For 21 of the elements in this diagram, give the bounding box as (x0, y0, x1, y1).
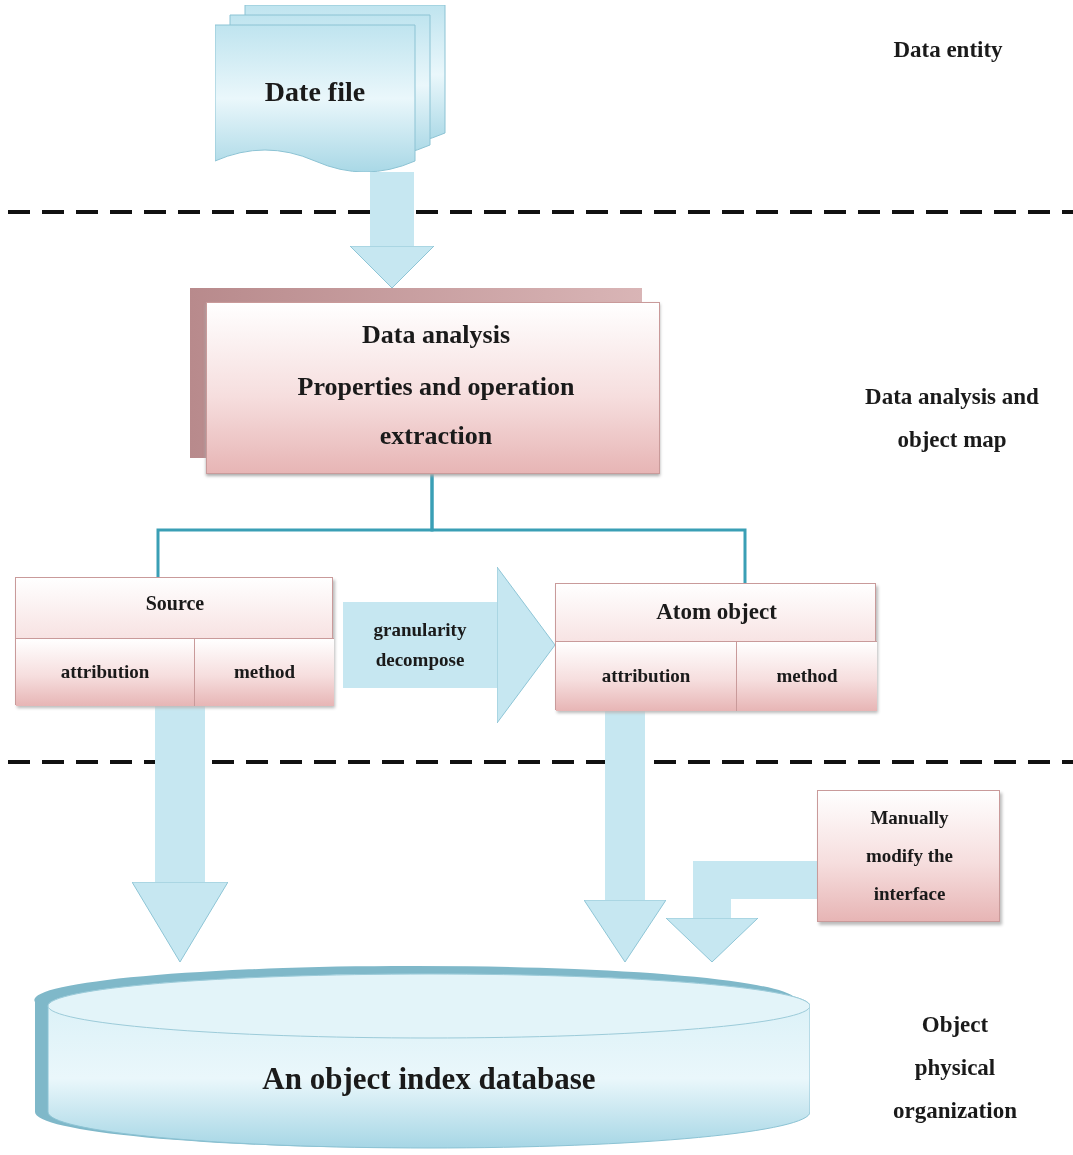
process-box (817, 790, 1000, 922)
section-label: Data analysis and object map (864, 383, 1040, 454)
document-stack (215, 5, 447, 172)
class-box (15, 577, 333, 705)
connector-line (156, 472, 434, 577)
table-cell: attribution (16, 638, 194, 706)
node-text: Date file (263, 75, 367, 109)
section-label: Object physical organization (892, 1011, 1018, 1125)
node-text: Data analysis (360, 319, 512, 351)
section-label: Data entity (892, 36, 1004, 64)
node-text: Manually modify the interface (864, 806, 955, 906)
process-box (190, 288, 660, 472)
header-text: Source (144, 591, 206, 616)
class-box (555, 583, 876, 710)
table-cell: method (736, 641, 877, 711)
header-text: Atom object (655, 598, 778, 626)
node-text: An object index database (261, 1060, 597, 1098)
node-text: Properties and operation extraction (296, 371, 576, 453)
table-cell: attribution (556, 641, 736, 711)
table-cell: method (194, 638, 334, 706)
edge-label: granularity decompose (372, 618, 468, 672)
